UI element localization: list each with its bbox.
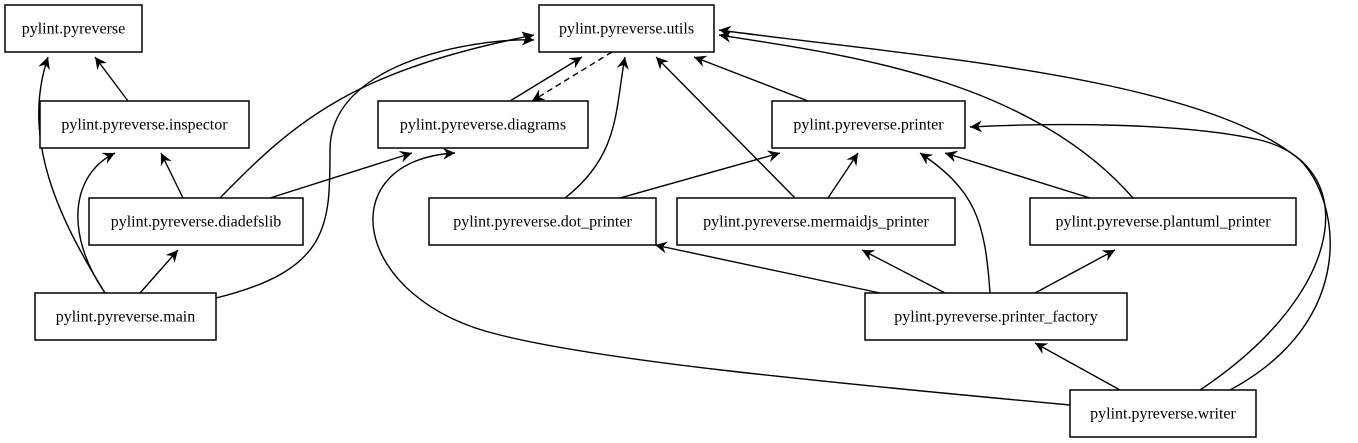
node-label: pylint.pyreverse.printer [793,117,944,134]
node-dot-printer: pylint.pyreverse.dot_printer [428,197,657,246]
edge-writer-to-utils [718,25,1331,391]
edge-dot-printer-to-utils [564,56,629,199]
edge-diadefslib-to-utils [219,31,535,199]
node-label: pylint.pyreverse.main [56,309,196,326]
node-label: pylint.pyreverse.plantuml_printer [1055,214,1271,231]
node-printer-factory: pylint.pyreverse.printer_factory [864,292,1128,341]
node-label: pylint.pyreverse.inspector [61,117,228,134]
edges [38,25,1331,406]
edge-diadefslib-to-diagrams [269,150,413,199]
node-box [771,100,966,149]
node-label: pylint.pyreverse.dot_printer [453,214,632,231]
edge-writer-to-printer [969,120,1327,391]
edge-printer-factory-to-printer [919,152,991,294]
edge-writer-to-printer-factory [1034,342,1121,391]
edge-main-to-utils [215,33,535,299]
node-mermaidjs-printer: pylint.pyreverse.mermaidjs_printer [676,197,956,246]
node-box [864,292,1128,341]
edge-main-to-diadefslib [139,249,179,294]
node-box [377,100,589,149]
edge-utils-to-diagrams [531,51,613,102]
node-pyreverse: pylint.pyreverse [4,4,143,53]
node-box [676,197,956,246]
node-label: pylint.pyreverse.diadefslib [111,214,282,231]
edge-mermaidjs-printer-to-utils [655,56,796,199]
node-inspector: pylint.pyreverse.inspector [39,100,250,149]
edge-plantuml-printer-to-printer [944,150,1091,199]
edge-dot-printer-to-printer [619,150,781,199]
edge-main-to-pyreverse [38,56,106,294]
node-box [88,197,304,246]
node-diadefslib: pylint.pyreverse.diadefslib [88,197,304,246]
node-main: pylint.pyreverse.main [34,292,217,341]
edge-inspector-to-pyreverse [94,56,129,102]
node-label: pylint.pyreverse.printer_factory [894,309,1097,326]
node-label: pylint.pyreverse.diagrams [400,117,566,134]
node-label: pylint.pyreverse.writer [1090,406,1236,423]
node-box [428,197,657,246]
node-writer: pylint.pyreverse.writer [1069,389,1257,438]
edge-plantuml-printer-to-utils [718,30,1134,199]
node-label: pylint.pyreverse [22,21,126,38]
edge-printer-factory-to-dot-printer [654,241,881,294]
edge-mermaidjs-printer-to-printer [827,152,859,199]
node-box [34,292,217,341]
node-box [4,4,143,53]
node-printer: pylint.pyreverse.printer [771,100,966,149]
edge-diagrams-to-utils [509,56,583,102]
node-label: pylint.pyreverse.utils [559,21,694,38]
edge-writer-to-diagrams [372,147,1071,406]
node-plantuml-printer: pylint.pyreverse.plantuml_printer [1029,197,1297,246]
node-box [39,100,250,149]
edge-printer-factory-to-plantuml-printer [1034,249,1116,294]
node-box [1029,197,1297,246]
edge-printer-to-utils [693,55,809,102]
edge-diadefslib-to-inspector [160,152,184,199]
node-box [1069,389,1257,438]
nodes: pylint.pyreverse pylint.pyreverse.utils py… [4,4,1297,438]
node-utils: pylint.pyreverse.utils [538,4,715,53]
node-label: pylint.pyreverse.mermaidjs_printer [703,214,929,231]
node-box [538,4,715,53]
edge-main-to-inspector [77,152,116,294]
node-diagrams: pylint.pyreverse.diagrams [377,100,589,149]
edge-printer-factory-to-mermaidjs-printer [861,249,946,294]
